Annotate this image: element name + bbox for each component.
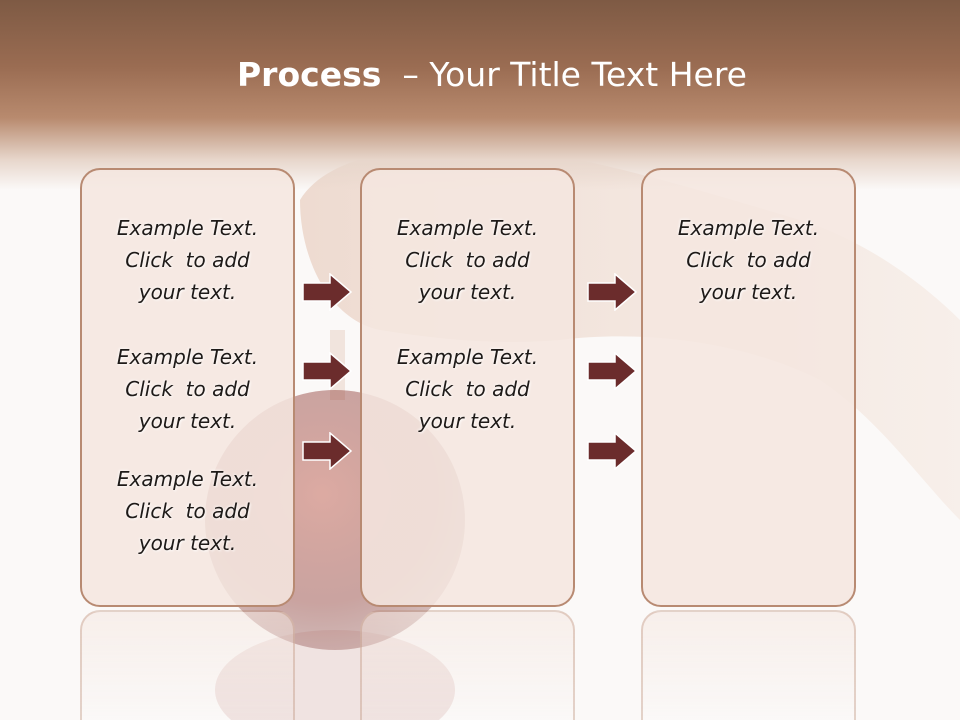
text-placeholder[interactable]: Example Text. Click to add your text. [643,212,854,308]
text-placeholder[interactable]: Example Text. Click to add your text. [82,463,293,559]
arrow-right-icon[interactable] [587,432,637,470]
slide-title[interactable]: Process – Your Title Text Here [0,52,960,98]
text-line: Click to add [686,248,811,272]
header-band [0,0,960,190]
text-line: Click to add [405,377,530,401]
text-placeholder[interactable]: Example Text. Click to add your text. [362,341,573,437]
text-placeholder[interactable]: Example Text. Click to add your text. [362,212,573,308]
text-line: Click to add [125,377,250,401]
text-line: Example Text. [116,216,259,240]
text-line: Example Text. [116,345,259,369]
text-line: Click to add [125,248,250,272]
arrow-right-icon[interactable] [587,273,637,311]
box-reflection [80,610,295,720]
box-reflection [641,610,856,720]
box-reflection [360,610,575,720]
text-line: your text. [699,280,798,304]
arrow-right-icon[interactable] [302,432,352,470]
text-line: Example Text. [116,467,259,491]
text-placeholder[interactable]: Example Text. Click to add your text. [82,212,293,308]
text-line: Example Text. [396,345,539,369]
text-line: your text. [138,409,237,433]
text-line: your text. [138,531,237,555]
text-line: your text. [418,409,517,433]
text-line: Example Text. [677,216,820,240]
text-line: Example Text. [396,216,539,240]
text-line: your text. [138,280,237,304]
arrow-right-icon[interactable] [587,352,637,390]
arrow-right-icon[interactable] [302,273,352,311]
text-placeholder[interactable]: Example Text. Click to add your text. [82,341,293,437]
arrow-right-icon[interactable] [302,352,352,390]
process-box-1[interactable]: Example Text. Click to add your text. Ex… [80,168,295,607]
text-line: Click to add [405,248,530,272]
process-box-2[interactable]: Example Text. Click to add your text. Ex… [360,168,575,607]
text-line: your text. [418,280,517,304]
process-box-3[interactable]: Example Text. Click to add your text. [641,168,856,607]
text-line: Click to add [125,499,250,523]
title-bold-text: Process [237,55,382,94]
title-rest-text: – Your Title Text Here [381,55,747,94]
